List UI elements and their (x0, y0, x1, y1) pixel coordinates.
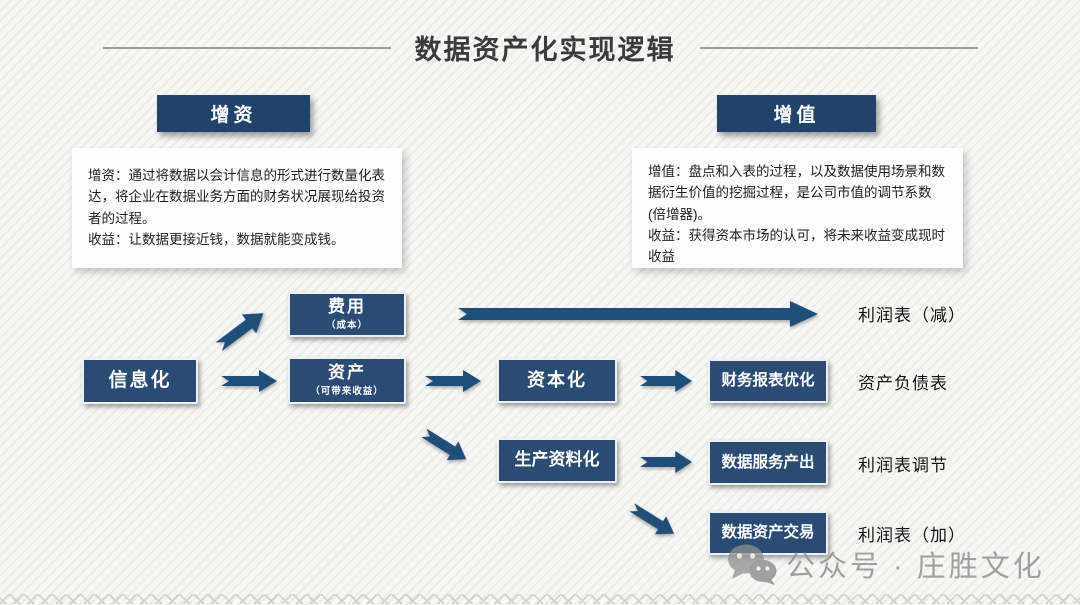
arrow-to-production-material-icon (417, 423, 472, 470)
node-informatization: 信息化 (82, 358, 198, 404)
header-zengzhi: 增值 (717, 95, 876, 132)
header-zengzi: 增资 (157, 95, 310, 132)
arrow-production-to-service-output-icon (640, 450, 692, 474)
node-data-service-output: 数据服务产出 (708, 440, 828, 485)
arrow-expense-to-income-statement-icon (458, 300, 818, 328)
node-expense: 费用 （成本） (288, 292, 406, 337)
node-asset: 资产 （可带来收益） (288, 357, 406, 404)
node-expense-label: 费用 (328, 296, 366, 316)
node-production-material: 生产资料化 (497, 438, 617, 483)
note-zengzhi-text: 增值：盘点和入表的过程，以及数据使用场景和数据衍生价值的挖掘过程，是公司市值的调… (648, 164, 945, 265)
node-report-optimization-label: 财务报表优化 (721, 372, 815, 390)
node-expense-sublabel: （成本） (325, 320, 368, 332)
title-rule-left (102, 46, 391, 49)
note-card-zengzhi: 增值：盘点和入表的过程，以及数据使用场景和数据衍生价值的挖掘过程，是公司市值的调… (632, 148, 963, 268)
node-production-material-label: 生产资料化 (514, 450, 600, 470)
node-capitalization-label: 资本化 (527, 369, 587, 390)
node-asset-label: 资产 (328, 362, 366, 382)
arrow-asset-to-capitalization-icon (425, 369, 481, 393)
node-informatization-label: 信息化 (108, 369, 172, 391)
arrow-informatization-to-expense-icon (211, 303, 271, 357)
node-data-asset-trading: 数据资产交易 (708, 511, 828, 555)
outcome-income-statement-adjust: 利润表调节 (858, 456, 948, 475)
node-data-asset-trading-label: 数据资产交易 (721, 524, 815, 542)
arrow-to-data-asset-trading-icon (626, 497, 681, 543)
title-rule-right (699, 46, 978, 49)
watermark: 公众号 · 庄胜文化 (726, 542, 1045, 586)
note-zengzi-text: 增资：通过将数据以会计信息的形式进行数量化表达，将企业在数据业务方面的财务状况展… (88, 168, 385, 247)
arrow-capitalization-to-report-icon (640, 369, 692, 393)
node-report-optimization: 财务报表优化 (708, 359, 828, 403)
node-data-service-output-label: 数据服务产出 (721, 453, 815, 471)
arrow-informatization-to-asset-icon (221, 369, 277, 393)
node-asset-sublabel: （可带来收益） (310, 386, 384, 398)
outcome-income-statement-minus: 利润表（减） (858, 306, 966, 325)
page-title: 数据资产化实现逻辑 (414, 35, 676, 65)
bottom-zigzag-border (0, 594, 1080, 604)
outcome-balance-sheet: 资产负债表 (858, 374, 948, 393)
outcome-income-statement-plus: 利润表（加） (858, 526, 966, 545)
watermark-text: 公众号 · 庄胜文化 (786, 551, 1045, 583)
title-row: 数据资产化实现逻辑 (0, 28, 1080, 67)
note-card-zengzi: 增资：通过将数据以会计信息的形式进行数量化表达，将企业在数据业务方面的财务状况展… (72, 148, 402, 268)
node-capitalization: 资本化 (497, 358, 617, 403)
wechat-icon (728, 544, 777, 585)
